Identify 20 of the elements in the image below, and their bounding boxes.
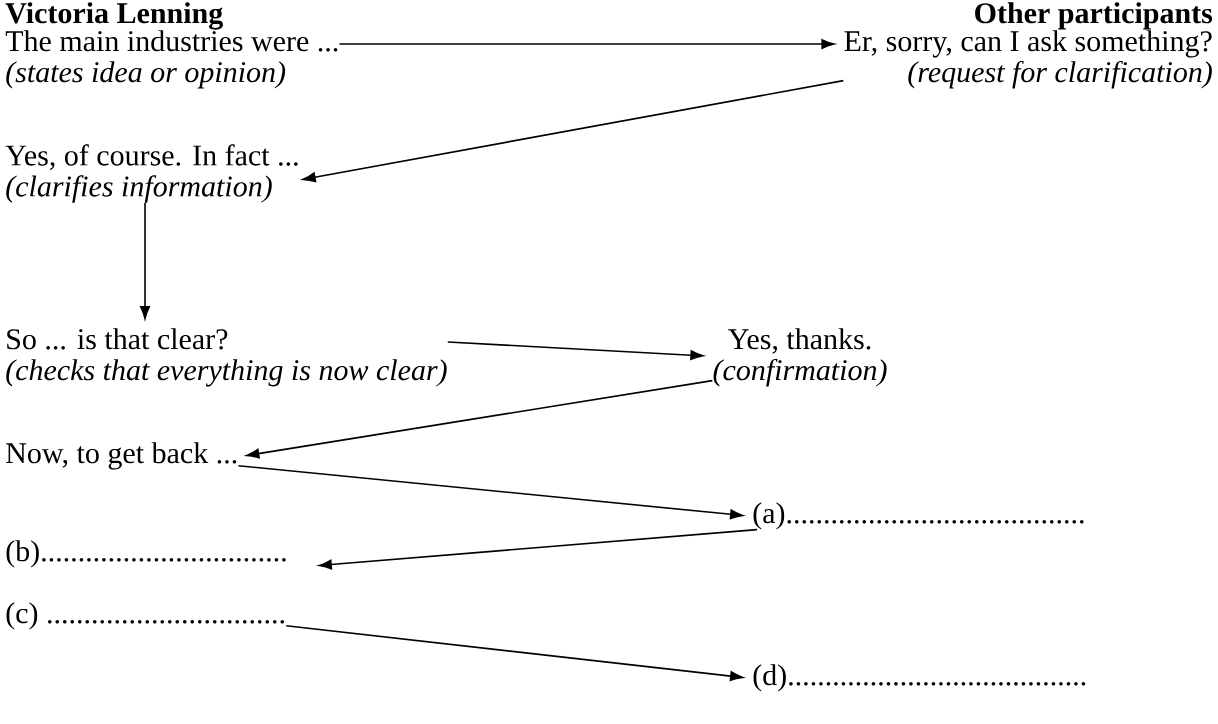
- dialogue-text: (a)........................................: [753, 502, 1084, 530]
- dialogue-text: The main industries were ... (states idea or opinion): [5, 30, 338, 89]
- dialogue-text: (c) ................................: [6, 602, 284, 630]
- arrow: [446, 341, 704, 361]
- arrow: [285, 625, 744, 682]
- arrow: [338, 39, 835, 49]
- column-heading: Victoria Lenning: [5, 2, 223, 30]
- column-heading: Other participants: [975, 2, 1213, 30]
- dialogue-text: Yes, of course. In fact ... (clarifies information): [5, 144, 298, 203]
- dialogue-text: Er, sorry, can I ask something? (request for clarification): [844, 30, 1212, 89]
- arrow: [140, 202, 150, 320]
- dialogue-text: Yes, thanks. (confirmation): [713, 328, 887, 387]
- dialogue-text: Now, to get back ...: [6, 442, 237, 470]
- dialogue-text: So ... is that clear? (checks that everything is now clear): [6, 328, 447, 387]
- arrow: [302, 79, 845, 183]
- arrow: [246, 379, 714, 459]
- dialogue-text: (d)........................................: [753, 664, 1086, 692]
- arrow: [237, 464, 744, 520]
- dialogue-text: (b).................................: [6, 540, 286, 568]
- arrow: [318, 528, 758, 570]
